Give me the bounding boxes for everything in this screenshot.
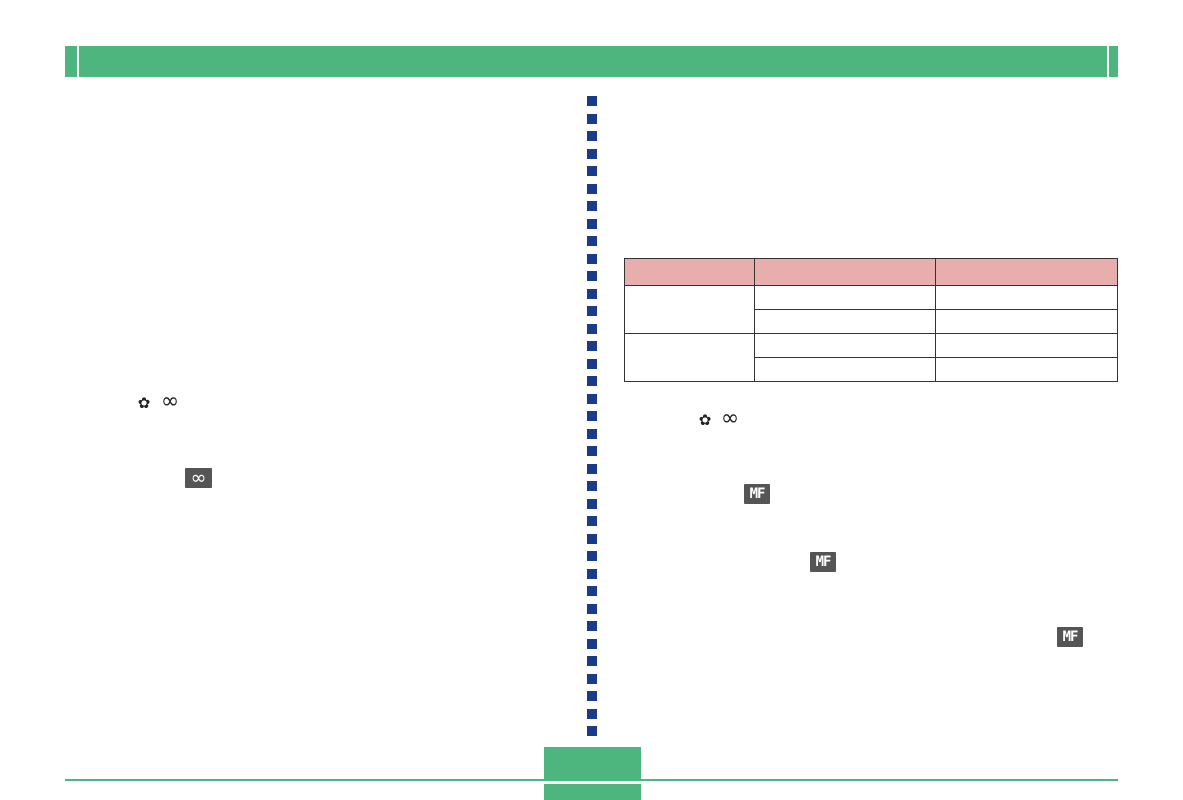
manual-focus-icon: MF bbox=[1057, 627, 1083, 647]
table-cell bbox=[753, 309, 937, 334]
table-cell bbox=[753, 285, 937, 310]
divider-dot bbox=[587, 306, 597, 316]
macro-icon: ✿ bbox=[698, 411, 712, 429]
divider-dot bbox=[587, 394, 597, 404]
divider-dot bbox=[587, 254, 597, 264]
divider-dot bbox=[587, 481, 597, 491]
table-header-cell bbox=[753, 258, 937, 286]
focus-range-table bbox=[624, 258, 1118, 382]
header-notch-right bbox=[1107, 46, 1109, 77]
header-bar bbox=[65, 46, 1118, 77]
divider-dot bbox=[587, 271, 597, 281]
header-notch-left bbox=[77, 46, 79, 77]
divider-dot bbox=[587, 96, 597, 106]
divider-dot bbox=[587, 464, 597, 474]
page-tab-gap bbox=[544, 781, 641, 784]
table-cell bbox=[624, 333, 755, 382]
divider-dot bbox=[587, 184, 597, 194]
divider-dot bbox=[587, 219, 597, 229]
divider-dot bbox=[587, 289, 597, 299]
table-header-row bbox=[624, 258, 1118, 286]
table-cell bbox=[935, 309, 1118, 334]
manual-focus-icon: MF bbox=[744, 484, 770, 504]
divider-dot bbox=[587, 324, 597, 334]
table-row bbox=[624, 285, 1118, 334]
macro-icon: ✿ bbox=[137, 394, 151, 412]
divider-dot bbox=[587, 359, 597, 369]
divider-dot bbox=[587, 551, 597, 561]
table-cell bbox=[624, 285, 755, 334]
divider-dot bbox=[587, 709, 597, 719]
divider-dot bbox=[587, 131, 597, 141]
column-divider bbox=[587, 96, 597, 736]
divider-dot bbox=[587, 236, 597, 246]
divider-dot bbox=[587, 569, 597, 579]
divider-dot bbox=[587, 499, 597, 509]
table-header-cell bbox=[624, 258, 755, 286]
infinity-mode-icon: ∞ bbox=[185, 467, 212, 489]
divider-dot bbox=[587, 429, 597, 439]
table-row bbox=[624, 333, 1118, 382]
page-number-tab bbox=[544, 747, 641, 800]
divider-dot bbox=[587, 516, 597, 526]
divider-dot bbox=[587, 621, 597, 631]
divider-dot bbox=[587, 376, 597, 386]
divider-dot bbox=[587, 411, 597, 421]
divider-dot bbox=[587, 201, 597, 211]
table-cell bbox=[935, 285, 1118, 310]
divider-dot bbox=[587, 639, 597, 649]
divider-dot bbox=[587, 166, 597, 176]
divider-dot bbox=[587, 656, 597, 666]
divider-dot bbox=[587, 586, 597, 596]
divider-dot bbox=[587, 674, 597, 684]
divider-dot bbox=[587, 149, 597, 159]
divider-dot bbox=[587, 691, 597, 701]
table-cell bbox=[935, 333, 1118, 358]
divider-dot bbox=[587, 604, 597, 614]
divider-dot bbox=[587, 446, 597, 456]
divider-dot bbox=[587, 114, 597, 124]
table-cell bbox=[753, 333, 937, 358]
manual-focus-icon: MF bbox=[810, 552, 836, 572]
footer-rule-left bbox=[65, 779, 545, 781]
table-cell bbox=[753, 357, 937, 382]
divider-dot bbox=[587, 534, 597, 544]
footer-rule-right bbox=[640, 779, 1118, 781]
infinity-icon: ∞ bbox=[720, 406, 740, 431]
table-row bbox=[625, 357, 1118, 382]
table-header-cell bbox=[935, 258, 1118, 286]
table-cell bbox=[935, 357, 1118, 382]
infinity-icon: ∞ bbox=[160, 389, 180, 414]
divider-dot bbox=[587, 726, 597, 736]
divider-dot bbox=[587, 341, 597, 351]
